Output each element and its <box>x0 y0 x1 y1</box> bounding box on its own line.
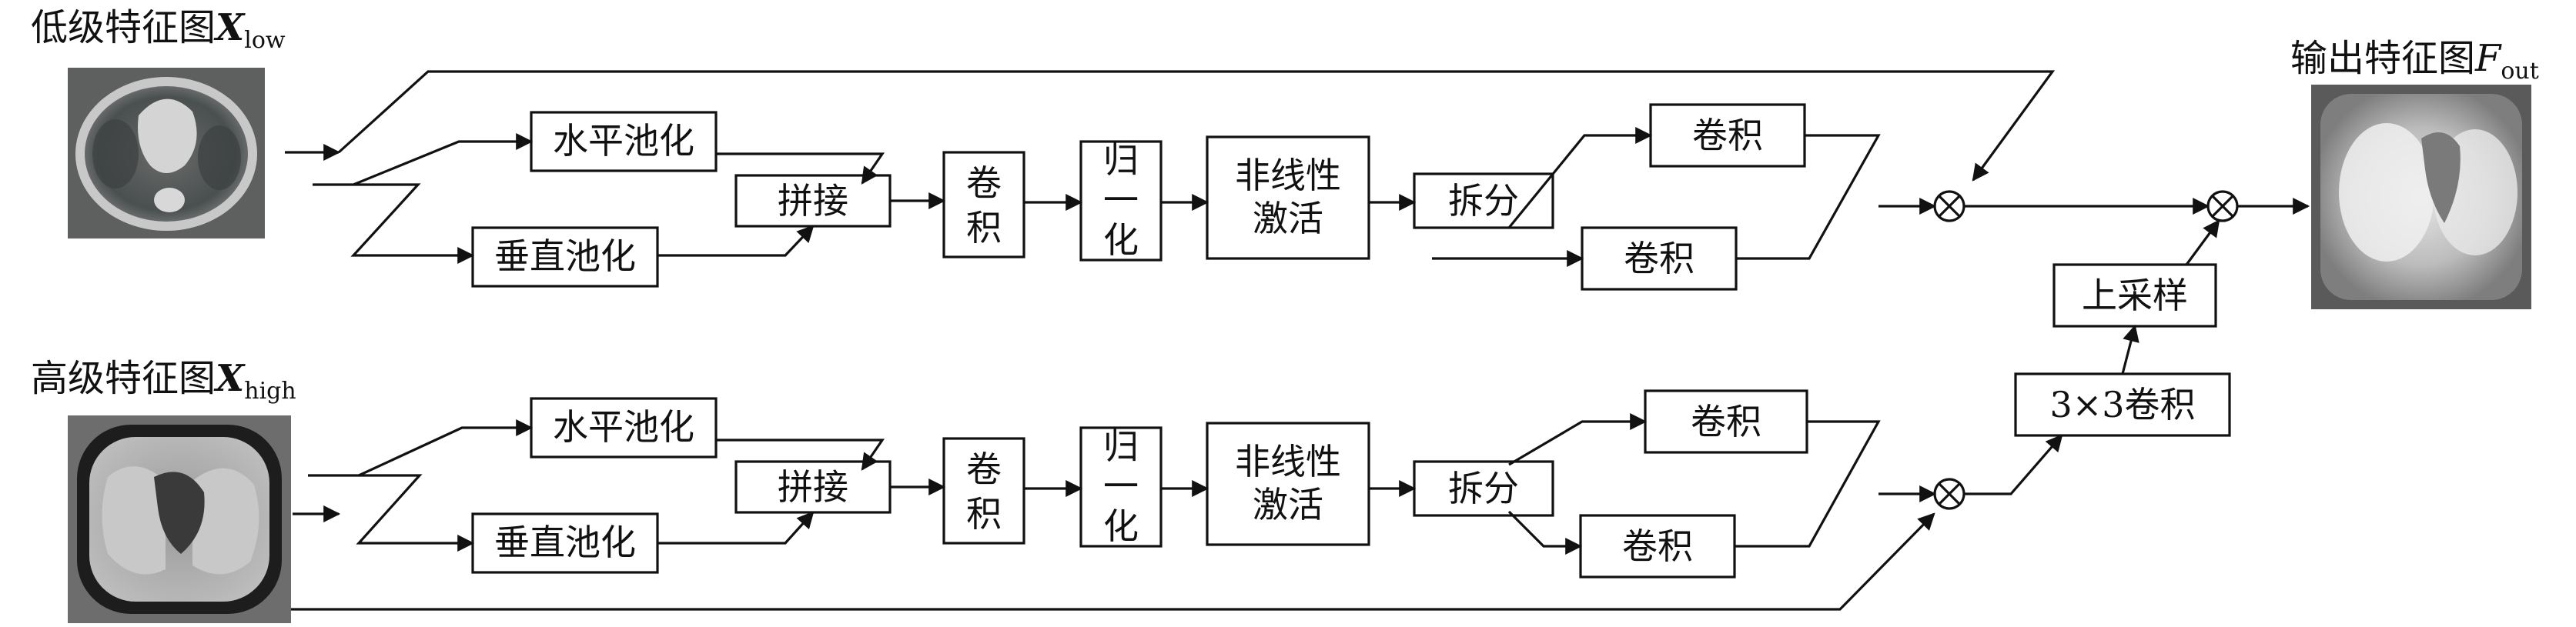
svg-text:归: 归 <box>1103 425 1139 467</box>
top-multiply-icon <box>1933 190 1965 222</box>
top-h-pool-box: 水平池化 <box>530 111 718 172</box>
top-concat-box: 拼接 <box>734 174 892 228</box>
bottom-norm-box: 归一化 <box>1079 425 1163 548</box>
bottom-conv-down-box: 卷积 <box>1579 514 1736 579</box>
svg-text:一: 一 <box>1103 179 1139 221</box>
svg-text:卷: 卷 <box>966 162 1002 204</box>
conv3x3-box: 3×3卷积 <box>2014 372 2231 437</box>
svg-text:卷: 卷 <box>966 449 1002 490</box>
svg-text:一: 一 <box>1103 465 1139 507</box>
svg-text:积: 积 <box>966 493 1002 535</box>
svg-text:化: 化 <box>1103 505 1139 547</box>
svg-text:垂直池化: 垂直池化 <box>494 235 636 277</box>
svg-text:水平池化: 水平池化 <box>553 406 694 448</box>
svg-text:卷积: 卷积 <box>1624 238 1694 279</box>
low-level-feature-image <box>68 68 265 238</box>
low-level-label: 低级特征图Xlow <box>31 6 286 54</box>
svg-text:非线性: 非线性 <box>1235 155 1341 196</box>
bottom-v-pool-box: 垂直池化 <box>471 512 659 574</box>
svg-text:激活: 激活 <box>1253 198 1323 239</box>
svg-text:水平池化: 水平池化 <box>553 120 694 162</box>
high-level-feature-image <box>68 415 291 623</box>
bottom-split-box: 拆分 <box>1413 460 1554 517</box>
bottom-concat-box: 拼接 <box>734 460 892 514</box>
bottom-conv-box: 卷积 <box>942 437 1025 545</box>
bottom-conv-up-box: 卷积 <box>1644 389 1808 454</box>
svg-text:归: 归 <box>1103 139 1139 181</box>
svg-text:拆分: 拆分 <box>1448 180 1519 222</box>
bottom-h-pool-box: 水平池化 <box>530 397 718 459</box>
top-conv-box: 卷积 <box>942 151 1025 258</box>
svg-text:积: 积 <box>966 207 1002 248</box>
output-label: 输出特征图Fout <box>2290 37 2539 85</box>
high-level-label: 高级特征图Xhigh <box>31 357 296 405</box>
svg-text:卷积: 卷积 <box>1622 525 1693 567</box>
top-conv-up-box: 卷积 <box>1649 103 1806 168</box>
svg-text:化: 化 <box>1103 219 1139 261</box>
output-feature-image <box>2311 85 2531 309</box>
svg-text:激活: 激活 <box>1253 484 1323 525</box>
bottom-multiply-icon <box>1933 478 1965 510</box>
svg-text:卷积: 卷积 <box>1692 115 1763 156</box>
svg-text:3×3卷积: 3×3卷积 <box>2049 384 2195 425</box>
svg-text:拼接: 拼接 <box>778 180 848 222</box>
top-norm-box: 归一化 <box>1079 139 1163 262</box>
top-branch-connectors <box>285 70 2310 267</box>
upsample-box: 上采样 <box>2052 263 2217 328</box>
top-conv-down-box: 卷积 <box>1581 226 1738 291</box>
svg-text:拆分: 拆分 <box>1448 468 1519 509</box>
svg-text:卷积: 卷积 <box>1691 401 1761 442</box>
top-v-pool-box: 垂直池化 <box>471 226 659 288</box>
svg-text:非线性: 非线性 <box>1235 441 1341 482</box>
svg-text:上采样: 上采样 <box>2082 275 2188 316</box>
svg-text:拼接: 拼接 <box>778 466 848 508</box>
final-multiply-icon <box>2206 190 2239 222</box>
svg-text:垂直池化: 垂直池化 <box>494 522 636 563</box>
bottom-branch-connectors <box>291 219 2220 611</box>
